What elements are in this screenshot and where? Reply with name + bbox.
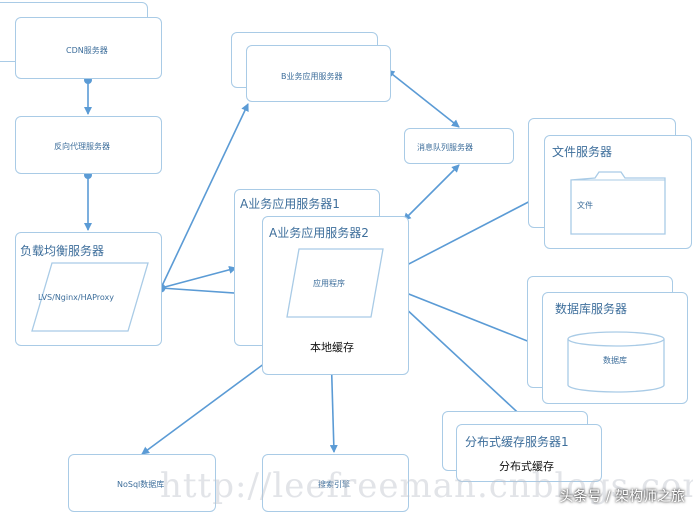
dist-cache-server-label: 分布式缓存服务器1: [465, 435, 569, 449]
db-server: 数据库服务器 数据库: [542, 292, 688, 404]
a-app-server-1-label: A业务应用服务器1: [240, 197, 340, 211]
folder-icon: [570, 171, 666, 235]
file-label: 文件: [577, 201, 593, 210]
arrow-b-app-mq: [386, 69, 460, 128]
load-balancer-server: 负载均衡服务器 LVS/Nginx/HAProxy: [15, 232, 162, 346]
b-app-server: B业务应用服务器: [246, 45, 391, 102]
dist-cache-server: 分布式缓存服务器1 分布式缓存: [456, 424, 602, 482]
dist-cache-label: 分布式缓存: [499, 460, 554, 473]
application-label: 应用程序: [313, 279, 345, 288]
database-label: 数据库: [603, 356, 627, 365]
nosql-db: NoSql数据库: [68, 454, 216, 512]
cdn-server-label: CDN服务器: [66, 46, 108, 55]
credit-text: 头条号 / 架构师之旅: [559, 489, 685, 505]
a-app-server-2: A业务应用服务器2 应用程序 本地缓存: [262, 216, 409, 375]
watermark-text: http://leefreeman.cnblogs.com: [160, 466, 693, 506]
cdn-server: CDN服务器: [15, 17, 162, 79]
reverse-proxy-label: 反向代理服务器: [54, 142, 110, 151]
nosql-label: NoSql数据库: [117, 480, 165, 489]
search-engine: 搜索引擎: [262, 454, 409, 512]
database-cylinder-icon: [567, 331, 665, 393]
arrow-lb-to-b-app: [160, 103, 249, 289]
mq-server-label: 消息队列服务器: [417, 143, 473, 152]
load-balancer-label: 负载均衡服务器: [20, 244, 105, 258]
arrow-lb-to-a-app1: [160, 265, 237, 289]
lb-software-label: LVS/Nginx/HAProxy: [38, 293, 115, 302]
application-shape: [286, 248, 384, 318]
mq-server: 消息队列服务器: [404, 128, 514, 164]
arrow-a-app-mq: [403, 164, 460, 221]
local-cache-label: 本地缓存: [310, 341, 354, 354]
file-server: 文件服务器 文件: [544, 135, 692, 249]
lb-software-shape: [31, 262, 149, 332]
file-server-label: 文件服务器: [552, 145, 613, 159]
a-app-server-2-label: A业务应用服务器2: [269, 226, 369, 240]
b-app-server-label: B业务应用服务器: [281, 72, 343, 81]
db-server-label: 数据库服务器: [555, 302, 628, 316]
search-engine-label: 搜索引擎: [318, 480, 350, 489]
reverse-proxy-server: 反向代理服务器: [15, 116, 162, 174]
